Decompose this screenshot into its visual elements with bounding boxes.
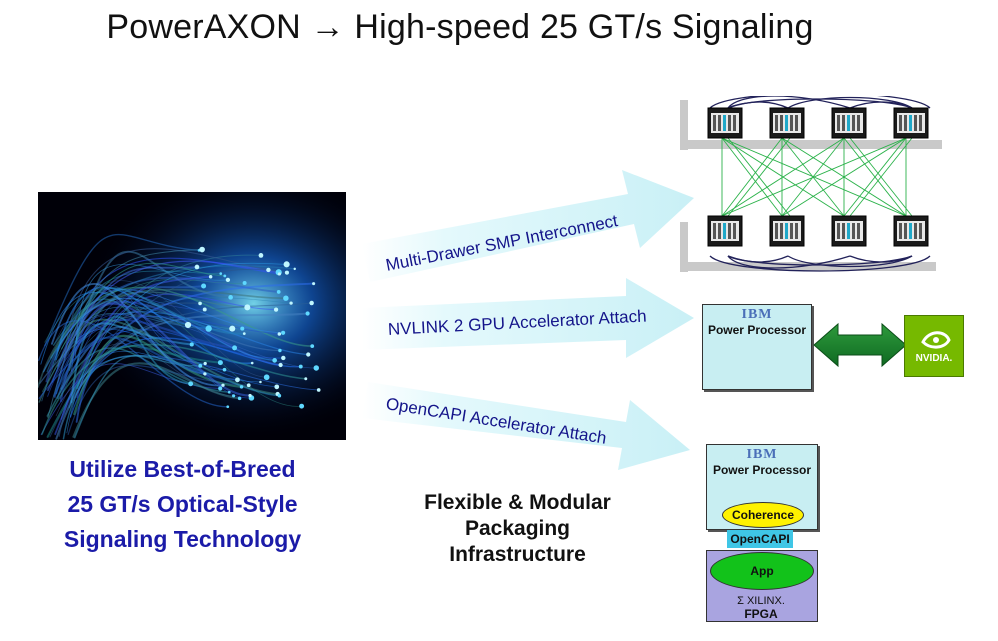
gpu-power-processor-box: IBM Power Processor (702, 304, 812, 390)
power-processor-label: Power Processor (707, 323, 807, 337)
left-caption-line-2: 25 GT/s Optical-Style (67, 491, 298, 517)
center-caption-line-3: Infrastructure (449, 543, 586, 566)
top-drawer-base (680, 140, 942, 149)
smp-drawer-chip-icon (893, 107, 929, 139)
left-caption-line-1: Utilize Best-of-Breed (69, 456, 296, 482)
bottom-drawer-shelf (680, 222, 688, 272)
opencapi-arrow-shape (362, 382, 690, 470)
bottom-drawer-base (680, 262, 936, 271)
optical-fiber-bundle-image (38, 192, 346, 440)
center-caption: Flexible & Modular Packaging Infrastruct… (405, 490, 630, 568)
ibm-logo: IBM (746, 447, 778, 462)
arrow-group: Multi-Drawer SMP Interconnect NVLINK 2 G… (360, 160, 700, 470)
opencapi-link-bar: OpenCAPI (727, 530, 793, 548)
smp-drawer-chip-icon (831, 215, 867, 247)
left-caption-line-3: Signaling Technology (63, 526, 302, 552)
smp-drawer-chip-icon (769, 215, 805, 247)
smp-cables-bottom (709, 255, 931, 272)
smp-drawer-chip-icon (707, 107, 743, 139)
app-ellipse: App (710, 552, 814, 590)
nvidia-logo-text: NVIDIA. (915, 353, 953, 364)
smp-drawer-chip-icon (893, 215, 929, 247)
bidirectional-arrow-icon (813, 322, 907, 368)
nvlink-arrow-shape (362, 278, 694, 358)
left-caption: Utilize Best-of-Breed 25 GT/s Optical-St… (30, 452, 335, 557)
smp-green-links (721, 137, 913, 217)
coherence-ellipse: Coherence (722, 502, 804, 528)
fpga-label: FPGA (744, 607, 778, 621)
top-drawer-shelf (680, 100, 688, 150)
smp-cables-top (709, 96, 931, 109)
center-caption-line-1: Flexible & Modular (424, 491, 611, 514)
xilinx-logo-icon: Σ XILINX. (737, 595, 785, 607)
ibm-logo: IBM (741, 307, 773, 322)
smp-drawer-chip-icon (769, 107, 805, 139)
center-caption-line-2: Packaging (464, 517, 571, 540)
smp-drawer-chip-icon (707, 215, 743, 247)
smp-interconnect-diagram (680, 96, 942, 272)
smp-drawer-chip-icon (831, 107, 867, 139)
nvidia-logo-icon: NVIDIA. (904, 315, 964, 377)
power-processor-label: Power Processor (712, 463, 812, 477)
page-title: PowerAXON → High-speed 25 GT/s Signaling (106, 8, 814, 46)
smp-arrow-shape (362, 170, 694, 282)
